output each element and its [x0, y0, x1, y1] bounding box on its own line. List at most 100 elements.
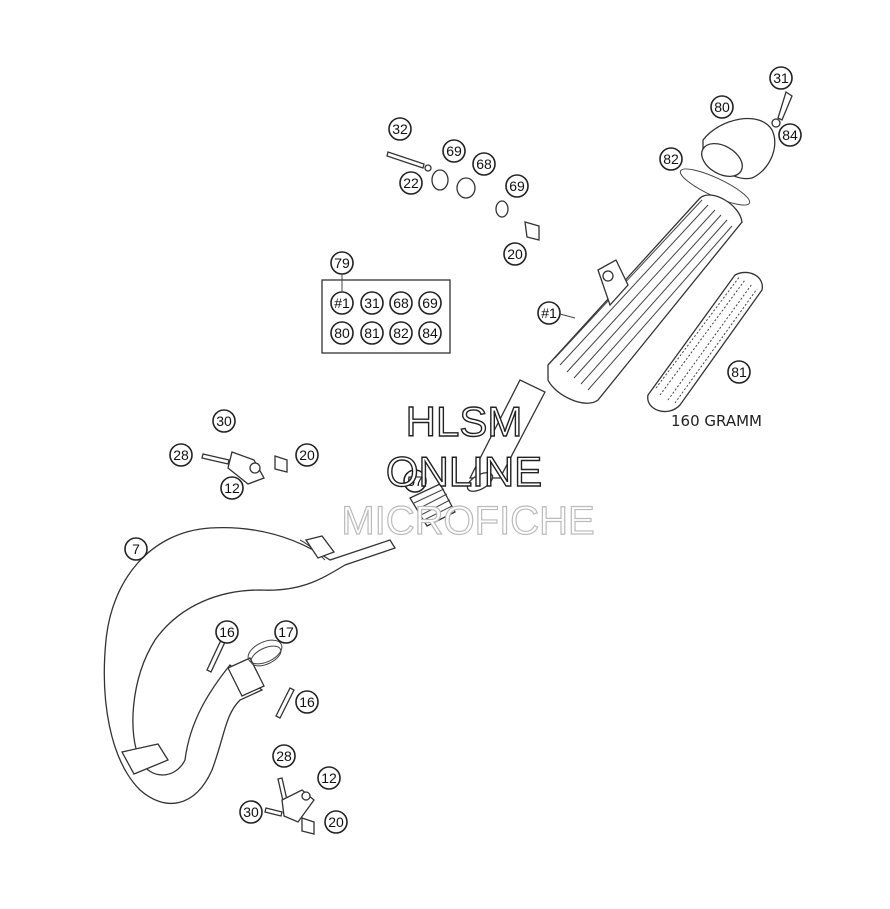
callout-31-top: 31	[769, 66, 793, 90]
packing-weight-note: 160 GRAMM	[671, 412, 762, 430]
callout-22: 22	[399, 171, 423, 195]
callout-32: 32	[388, 117, 412, 141]
svg-text:#1: #1	[541, 305, 557, 321]
watermark-line1: HLSM	[406, 398, 523, 445]
pipe-bracket-upper	[304, 535, 336, 559]
callout-82: 82	[659, 147, 683, 171]
callout-69b: 69	[505, 174, 529, 198]
svg-text:17: 17	[278, 624, 294, 640]
svg-text:81: 81	[731, 364, 747, 380]
svg-text:69: 69	[446, 143, 462, 159]
spring-16a	[206, 639, 226, 673]
nut-20c	[301, 817, 315, 835]
svg-text:82: 82	[663, 151, 679, 167]
callout-28a: 28	[169, 443, 193, 467]
svg-text:12: 12	[321, 770, 337, 786]
pipe-mount-tab	[121, 743, 169, 775]
washer-84	[771, 118, 781, 128]
callout-30b: 30	[239, 800, 263, 824]
kit-item-3: 68	[389, 291, 413, 315]
spring-16b	[275, 687, 295, 719]
callout-12a: 12	[220, 476, 244, 500]
callout-69a: 69	[442, 139, 466, 163]
callout-7: 7	[124, 537, 148, 561]
bolt-28a	[201, 453, 230, 465]
packing-81	[647, 271, 763, 413]
svg-text:69: 69	[422, 295, 438, 311]
watermark-line3: MICROFICHE	[341, 499, 594, 543]
svg-text:#1: #1	[334, 295, 350, 311]
kit-item-5: 80	[330, 321, 354, 345]
callout-12b: 12	[317, 766, 341, 790]
clamp-assembly-upper	[201, 451, 288, 485]
clamp-12a	[227, 451, 265, 485]
svg-text:57: 57	[407, 473, 423, 489]
nut-20a	[524, 221, 540, 241]
grommet-69a	[431, 169, 449, 191]
kit-item-1: #1	[330, 291, 354, 315]
callout-20a: 20	[503, 242, 527, 266]
svg-text:28: 28	[276, 748, 292, 764]
callout-1: #1	[537, 301, 561, 325]
bolt-30b	[264, 807, 283, 817]
bolt-32	[386, 151, 425, 169]
clamp-assembly-lower	[264, 777, 315, 835]
svg-text:7: 7	[132, 541, 140, 557]
svg-text:22: 22	[403, 175, 419, 191]
svg-text:79: 79	[334, 255, 350, 271]
kit-item-6: 81	[360, 321, 384, 345]
silencer-inlet-pipe	[468, 379, 546, 479]
svg-text:30: 30	[216, 413, 232, 429]
svg-text:80: 80	[714, 99, 730, 115]
oring-17	[247, 639, 283, 665]
svg-text:30: 30	[243, 804, 259, 820]
kit-item-2: 31	[360, 291, 384, 315]
header-flange	[227, 657, 265, 697]
spacer-68	[456, 177, 476, 199]
kit-item-4: 69	[418, 291, 442, 315]
svg-text:20: 20	[299, 447, 315, 463]
end-cap-group	[679, 90, 793, 206]
callout-79: 79	[330, 251, 354, 275]
svg-text:16: 16	[299, 694, 315, 710]
svg-text:16: 16	[219, 624, 235, 640]
svg-text:82: 82	[393, 325, 409, 341]
svg-text:32: 32	[392, 121, 408, 137]
kit-item-7: 82	[389, 321, 413, 345]
callout-17: 17	[274, 620, 298, 644]
svg-text:31: 31	[773, 70, 789, 86]
svg-text:84: 84	[422, 325, 438, 341]
svg-text:68: 68	[393, 295, 409, 311]
svg-text:12: 12	[224, 480, 240, 496]
grommet-69b	[495, 200, 509, 218]
callout-28b: 28	[272, 744, 296, 768]
svg-text:20: 20	[507, 246, 523, 262]
screw-31-top	[777, 90, 793, 121]
washer-22	[424, 164, 432, 172]
svg-text:69: 69	[509, 178, 525, 194]
svg-text:28: 28	[173, 447, 189, 463]
svg-text:80: 80	[334, 325, 350, 341]
svg-text:81: 81	[364, 325, 380, 341]
mount-hardware	[386, 151, 540, 241]
callout-84: 84	[778, 123, 802, 147]
callout-68: 68	[472, 152, 496, 176]
svg-text:84: 84	[782, 127, 798, 143]
watermark-line2: ONLINE	[386, 448, 542, 495]
callout-20b: 20	[295, 443, 319, 467]
callout-57: 57	[403, 469, 427, 493]
callout-30a: 30	[212, 409, 236, 433]
exhaust-pipe-7	[103, 526, 396, 804]
callout-16a: 16	[215, 620, 239, 644]
callout-81: 81	[727, 360, 751, 384]
kit-item-8: 84	[418, 321, 442, 345]
callout-16b: 16	[295, 690, 319, 714]
rubber-sleeve-57	[409, 483, 456, 527]
silencer-body	[466, 194, 743, 492]
nut-20b	[274, 455, 288, 473]
svg-text:31: 31	[364, 295, 380, 311]
callout-20c: 20	[324, 810, 348, 834]
svg-text:20: 20	[328, 814, 344, 830]
svg-text:68: 68	[476, 156, 492, 172]
